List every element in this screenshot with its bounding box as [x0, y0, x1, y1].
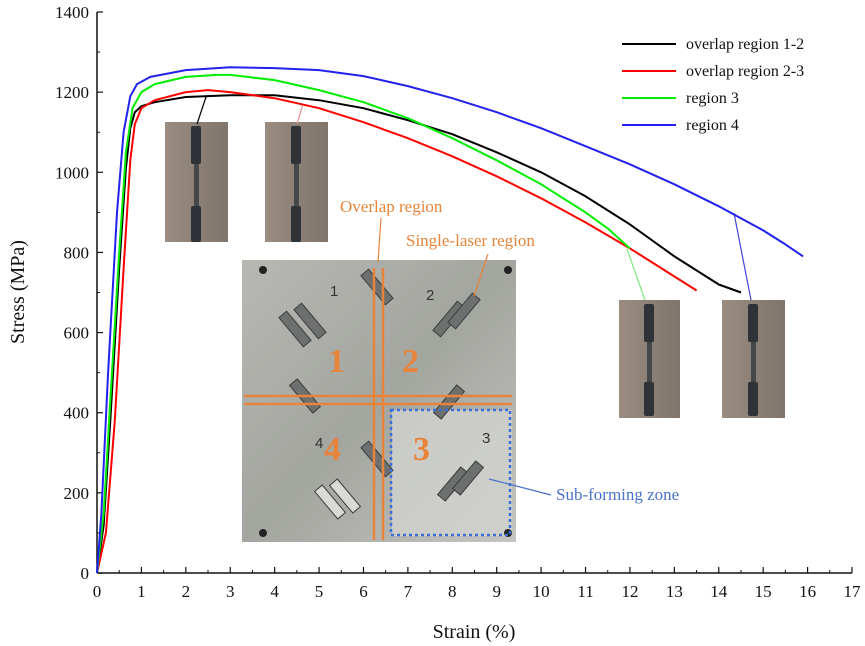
build-plate-photo: 1 2 4 3 1 2 3 4: [242, 260, 516, 542]
region-number-1: 1: [328, 343, 345, 380]
x-tick-label: 13: [666, 582, 683, 601]
x-tick-label: 17: [844, 582, 862, 601]
annotation-overlap: Overlap region: [340, 197, 443, 263]
legend-label-1: overlap region 1-2: [686, 36, 804, 53]
x-axis-title: Strain (%): [433, 621, 516, 643]
region-number-2: 2: [402, 343, 419, 380]
x-tick-label: 3: [226, 582, 235, 601]
y-tick-label: 800: [64, 243, 90, 262]
x-tick-label: 7: [404, 582, 413, 601]
y-axis-title: Stress (MPa): [7, 240, 29, 344]
y-tick-label: 400: [64, 404, 90, 423]
x-tick-label: 14: [710, 582, 728, 601]
sub-forming-zone-box: [389, 408, 512, 537]
plate-scribble-2: 2: [426, 287, 434, 304]
y-tick-label: 600: [64, 324, 90, 343]
specimen-photo-1: [165, 122, 228, 242]
y-tick-label: 200: [64, 484, 90, 503]
specimen-photo-4: [722, 300, 785, 418]
y-tick-label: 1200: [55, 83, 89, 102]
x-tick-label: 11: [577, 582, 593, 601]
overlap-region-label: Overlap region: [340, 197, 443, 216]
series-line-1: [96, 94, 742, 574]
x-tick-label: 0: [93, 582, 102, 601]
x-tick-label: 4: [270, 582, 279, 601]
series-layer: [96, 66, 804, 574]
x-tick-label: 15: [755, 582, 772, 601]
series-line-2: [96, 89, 698, 574]
region-number-4: 4: [324, 431, 341, 468]
y-ticks: 0 200 400 600 800 1000 1200 1400: [55, 3, 103, 583]
annotation-single-laser: Single-laser region: [406, 231, 535, 297]
x-tick-label: 9: [492, 582, 501, 601]
x-tick-label: 2: [182, 582, 191, 601]
x-tick-label: 12: [621, 582, 638, 601]
legend-label-4: region 4: [686, 117, 739, 134]
legend-label-3: region 3: [686, 90, 739, 107]
printed-specimens: [278, 268, 485, 520]
overlap-band-lines: [244, 268, 512, 540]
leader-lines: [196, 96, 752, 301]
series-line-3: [96, 73, 631, 574]
plate-scribble-3: 3: [482, 430, 490, 447]
sub-forming-zone-label: Sub-forming zone: [556, 485, 679, 504]
plate-scribble-1: 1: [330, 283, 338, 300]
x-tick-label: 5: [315, 582, 324, 601]
x-tick-label: 1: [137, 582, 146, 601]
region-number-3: 3: [413, 431, 430, 468]
legend-label-2: overlap region 2-3: [686, 63, 804, 80]
specimen-photo-2: [265, 122, 328, 242]
y-tick-label: 1400: [55, 3, 89, 22]
x-tick-label: 16: [799, 582, 816, 601]
series-line-4: [96, 66, 804, 574]
specimen-photo-3: [619, 300, 680, 418]
annotation-sub-forming: Sub-forming zone: [488, 478, 679, 504]
plate-scribble-4: 4: [315, 435, 323, 452]
x-tick-label: 10: [533, 582, 550, 601]
x-tick-label: 8: [448, 582, 457, 601]
y-tick-label: 0: [81, 564, 90, 583]
x-tick-label: 6: [359, 582, 368, 601]
legend: overlap region 1-2 overlap region 2-3 regi…: [622, 36, 804, 134]
y-tick-label: 1000: [55, 163, 89, 182]
single-laser-region-label: Single-laser region: [406, 231, 535, 250]
